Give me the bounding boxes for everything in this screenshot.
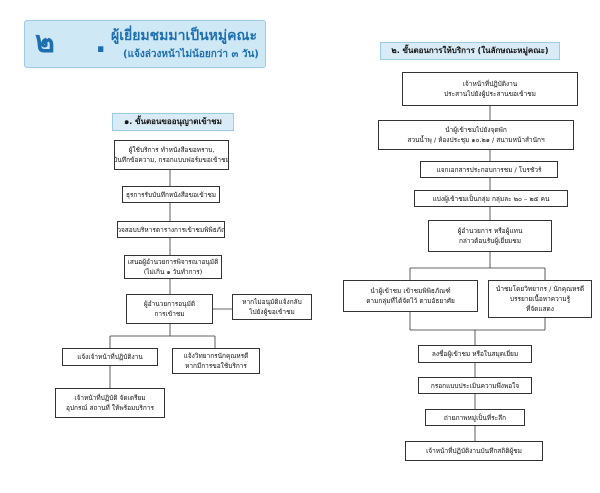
section-dot: . (95, 25, 107, 60)
right-step-rest-point: นำผู้เข้าชมไปยังจุดพัก สวนน้ำพุ / ห้องปร… (378, 120, 574, 150)
right-step-coordinate: เจ้าหน้าที่ปฏิบัติงาน ประสานไปยังผู้ประส… (402, 72, 578, 106)
right-step-survey: กรอกแบบประเมินความพึงพอใจ (418, 377, 532, 394)
title-banner: ๒ . ผู้เยี่ยมชมมาเป็นหมู่คณะ (แจ้งล่วงหน… (24, 20, 266, 68)
right-step-record-stats: เจ้าหน้าที่ปฏิบัติงานบันทึกสถิติผู้ชม (405, 441, 543, 461)
left-step-prepare: เจ้าหน้าที่ปฏิบัติ จัดเตรียม อุปกรณ์ สถา… (55, 388, 165, 418)
left-step-check-schedule: ตรวจสอบบริหารตารางการเข้าชมพิพิธภัณฑ์ (117, 221, 225, 238)
left-step-request: ผู้ใช้บริการ ทำหนังสือขอทราบ, บันทึกข้อค… (114, 140, 229, 170)
right-step-welcome: ผู้อำนวยการ หรือผู้แทน กล่าวต้อนรับผู้เย… (428, 220, 552, 252)
right-step-group: แบ่งผู้เข้าชมเป็นกลุ่ม กลุ่มละ ๒๐ – ๒๕ ค… (414, 190, 568, 207)
left-step-notify-staff: แจ้งเจ้าหน้าที่ปฏิบัติงาน (62, 348, 158, 366)
page-subtitle: (แจ้งล่วงหน้าไม่น้อยกว่า ๓ วัน) (123, 49, 259, 60)
right-step-self-tour: นำผู้เข้าชม เข้าชมพิพิธภัณฑ์ ตามกลุ่มที่… (343, 280, 478, 312)
page-title: ผู้เยี่ยมชมมาเป็นหมู่คณะ (111, 28, 258, 44)
left-step-receive: ธุรการรับบันทึกหนังสือขอเข้าชม (122, 186, 220, 203)
right-heading: ๒. ขั้นตอนการให้บริการ (ในลักษณะหมู่คณะ) (380, 42, 560, 60)
right-step-brochure: แจกเอกสารประกอบการชม / โบรชัวร์ (420, 161, 558, 178)
left-step-reject: หากไม่อนุมัติแจ้งกลับ ไปยังผู้ขอเข้าชม (232, 294, 312, 320)
right-step-sign-guestbook: ลงชื่อผู้เข้าชม หรือในสมุดเยี่ยม (418, 345, 532, 363)
left-step-approve: ผู้อำนวยการอนุมัติ การเข้าชม (126, 294, 213, 324)
section-number: ๒ (35, 25, 55, 60)
left-heading: ๑. ขั้นตอนขออนุญาตเข้าชม (112, 113, 234, 131)
left-step-notify-guide: แจ้งวิทยากรนักคุณหรดี หากมีการขอใช้บริกา… (172, 348, 260, 374)
left-step-propose: เสนอผู้อำนวยการพิจารณาอนุมัติ (ไม่เกิน ๑… (124, 255, 222, 279)
right-step-group-photo: ถ่ายภาพหมู่เป็นที่ระลึก (425, 409, 525, 426)
right-step-guided-tour: นำชมโดยวิทยากร / นักคุณหรดี บรรยายเนื้อห… (488, 280, 592, 318)
